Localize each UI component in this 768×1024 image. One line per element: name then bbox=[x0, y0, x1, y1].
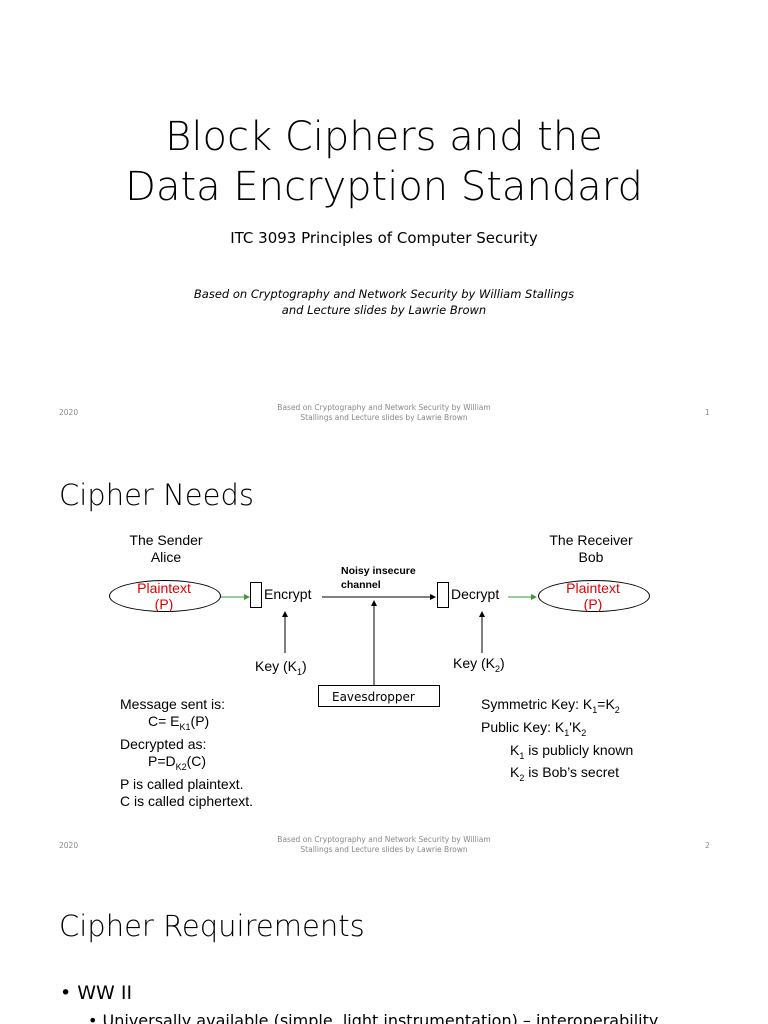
plaintext-left-line-2: (P) bbox=[154, 596, 174, 612]
k1-known-line: K1 is publicly known bbox=[481, 742, 633, 765]
k1-known-end: is publicly known bbox=[524, 741, 634, 758]
pub-key-sub-1: 1 bbox=[564, 727, 570, 738]
k2-secret-end: is Bob’s secret bbox=[524, 764, 620, 781]
k1-known-sub: 1 bbox=[519, 750, 525, 761]
plaintext-right: Plaintext (P) bbox=[538, 580, 648, 612]
decrypt-box bbox=[437, 582, 449, 608]
public-key-line: Public Key: K1'K2 bbox=[481, 719, 633, 742]
plaintext-right-line-1: Plaintext bbox=[566, 580, 620, 596]
sender-line-2: Alice bbox=[150, 549, 182, 565]
slide-1: Block Ciphers and the Data Encryption St… bbox=[0, 0, 768, 435]
receiver-label: The Receiver Bob bbox=[546, 532, 636, 566]
symmetric-key-line: Symmetric Key: K1=K2 bbox=[481, 696, 633, 719]
cipher-diagram-lines bbox=[220, 594, 537, 685]
plaintext-right-line-2: (P) bbox=[583, 596, 603, 612]
eavesdropper-box: Eavesdropper bbox=[318, 685, 440, 707]
msg-line-2-text: C= E bbox=[148, 713, 180, 729]
footer-source-line-2: Stallings and Lecture slides by Lawrie B… bbox=[300, 413, 468, 422]
page-number: 1 bbox=[705, 408, 710, 417]
msg-line-2-sub: K1 bbox=[179, 721, 191, 732]
msg-line-2-end: (P) bbox=[190, 713, 210, 729]
k2-secret-line: K2 is Bob’s secret bbox=[481, 764, 633, 787]
pub-key-sub-2: 2 bbox=[581, 727, 587, 738]
encrypt-label: Encrypt bbox=[264, 586, 312, 602]
receiver-line-2: Bob bbox=[578, 549, 604, 565]
encrypt-box bbox=[250, 582, 262, 608]
footer-source: Based on Cryptography and Network Securi… bbox=[234, 835, 534, 855]
key2-text: Key (K bbox=[453, 655, 496, 671]
sym-key-text: Symmetric Key: K bbox=[481, 696, 593, 712]
msg-line-3: Decrypted as: bbox=[120, 735, 207, 752]
sender-line-1: The Sender bbox=[129, 532, 203, 548]
list-subitem: • Universally available (simple, light i… bbox=[88, 1011, 659, 1024]
footer-year: 2020 bbox=[59, 841, 79, 850]
footer-source: Based on Cryptography and Network Securi… bbox=[234, 403, 534, 423]
channel-line-1: Noisy insecure bbox=[341, 565, 416, 577]
slide-2: Cipher Needs The Sender Alice The Receiv… bbox=[0, 435, 768, 865]
footer-year: 2020 bbox=[59, 408, 79, 417]
msg-line-2: C= EK1(P) bbox=[120, 713, 253, 736]
channel-label: Noisy insecure channel bbox=[341, 564, 416, 592]
msg-line-1: Message sent is: bbox=[120, 696, 226, 712]
footer-source-line-1: Based on Cryptography and Network Securi… bbox=[277, 835, 491, 844]
key1-text: Key (K bbox=[255, 658, 298, 674]
plaintext-left-line-1: Plaintext bbox=[137, 580, 191, 596]
page-number: 2 bbox=[705, 841, 710, 850]
msg-line-4-end: (C) bbox=[186, 752, 207, 769]
msg-line-4: P=DK2(C) bbox=[120, 753, 253, 776]
plaintext-ellipse-right bbox=[538, 580, 650, 612]
key1-label: Key (K1) bbox=[255, 658, 307, 677]
key-types-block: Symmetric Key: K1=K2 Public Key: K1'K2 K… bbox=[481, 696, 633, 787]
section-title: Cipher Requirements bbox=[59, 909, 365, 943]
pub-key-sym: 'K bbox=[569, 718, 582, 735]
k2-secret-text: K bbox=[510, 764, 520, 781]
msg-line-4-text: P=D bbox=[148, 752, 176, 769]
credit-line-1: Based on Cryptography and Network Securi… bbox=[193, 287, 575, 301]
sender-label: The Sender Alice bbox=[128, 532, 204, 566]
decrypt-label: Decrypt bbox=[451, 586, 500, 602]
message-block: Message sent is: C= EK1(P) Decrypted as:… bbox=[120, 696, 253, 810]
key2-sub: 2 bbox=[495, 663, 501, 674]
k1-known-text: K bbox=[510, 741, 520, 758]
sym-key-sub-2: 2 bbox=[614, 704, 620, 715]
slide-credit: Based on Cryptography and Network Securi… bbox=[0, 286, 768, 318]
plaintext-left: Plaintext (P) bbox=[109, 580, 219, 612]
msg-line-5: P is called plaintext. bbox=[120, 775, 244, 792]
sym-key-sub-1: 1 bbox=[592, 704, 598, 715]
pub-key-text: Public Key: K bbox=[481, 718, 565, 735]
k2-secret-sub: 2 bbox=[519, 773, 525, 784]
sym-key-eq: =K bbox=[597, 696, 615, 712]
channel-line-2: channel bbox=[341, 579, 381, 591]
key2-label: Key (K2) bbox=[453, 655, 505, 674]
slide-title: Block Ciphers and the Data Encryption St… bbox=[0, 112, 768, 212]
list-item: • WW II bbox=[60, 982, 133, 1004]
title-line-2: Data Encryption Standard bbox=[125, 164, 643, 210]
plaintext-ellipse-left bbox=[109, 580, 221, 612]
footer-source-line-2: Stallings and Lecture slides by Lawrie B… bbox=[300, 845, 468, 854]
key1-sub: 1 bbox=[297, 666, 303, 677]
msg-line-6: C is called ciphertext. bbox=[120, 792, 254, 809]
receiver-line-1: The Receiver bbox=[549, 532, 633, 548]
footer-source-line-1: Based on Cryptography and Network Securi… bbox=[277, 403, 491, 412]
slide-subtitle: ITC 3093 Principles of Computer Security bbox=[230, 229, 538, 247]
credit-line-2: and Lecture slides by Lawrie Brown bbox=[281, 303, 487, 317]
section-title: Cipher Needs bbox=[59, 478, 254, 512]
msg-line-4-sub: K2 bbox=[175, 761, 187, 772]
slide-3: Cipher Requirements • WW II • Universall… bbox=[0, 865, 768, 1024]
title-line-1: Block Ciphers and the bbox=[165, 114, 603, 160]
